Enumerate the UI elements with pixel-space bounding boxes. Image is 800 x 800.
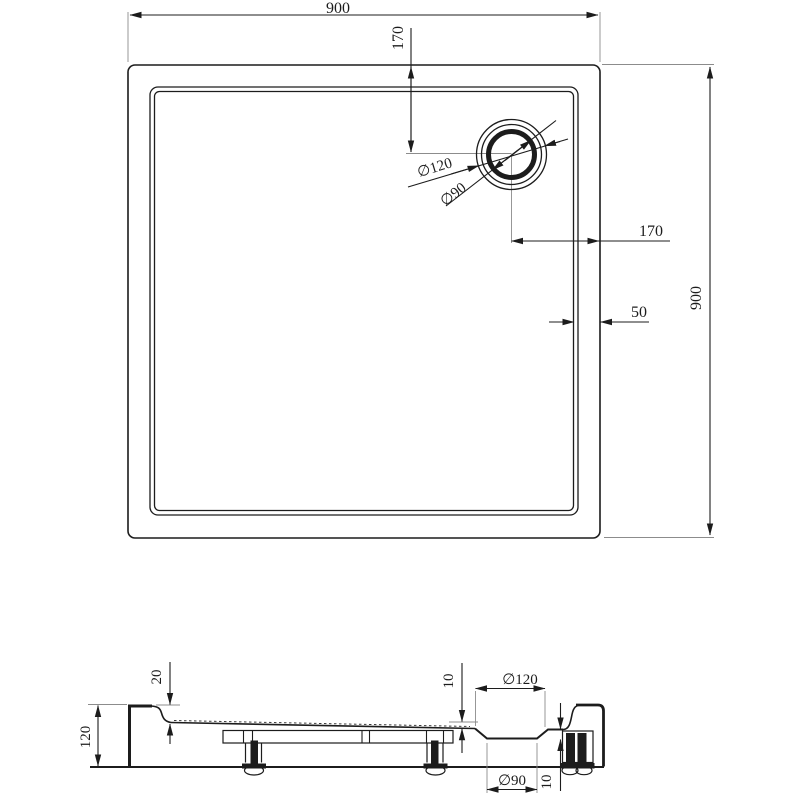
dim-label: 900 <box>688 286 705 310</box>
tray-inner-rim-outer-line <box>149 86 579 516</box>
drain-waste <box>475 118 548 191</box>
dim-section-height: 120 <box>78 704 127 767</box>
plan-view: 900 170 170 50 900 <box>127 0 714 539</box>
floor-antislip-texture <box>173 720 471 727</box>
support-frame <box>222 729 595 776</box>
dim-recess-top-diameter: ∅120 <box>475 672 546 727</box>
drain-inner-ring <box>486 129 537 180</box>
leader-arrow <box>544 138 569 147</box>
dim-recess-depth: 10 <box>539 703 564 791</box>
dim-rim-width: 50 <box>549 304 649 326</box>
dim-label: 120 <box>78 726 94 749</box>
foot-bolt <box>250 740 258 764</box>
leader-arrow <box>492 149 519 171</box>
dim-label: 10 <box>539 775 555 790</box>
dim-drain-offset-top: 170 <box>390 26 415 153</box>
tray-inner-rim-inner-line <box>153 90 575 512</box>
frame-rail <box>222 729 454 744</box>
dim-label: ∅90 <box>498 773 526 789</box>
foot-plate <box>560 763 595 769</box>
dim-label: ∅120 <box>415 155 454 181</box>
foot-bolt <box>431 740 439 764</box>
right-rim-and-wall <box>576 703 605 767</box>
dim-drain-offset-right: 170 <box>511 223 670 245</box>
dim-label: 50 <box>631 304 647 321</box>
dim-plan-height: 900 <box>602 64 714 538</box>
leader-arrow <box>450 165 480 175</box>
foot-bolt <box>577 733 587 763</box>
dim-label: ∅90 <box>438 180 470 210</box>
right-rim-curve <box>562 704 583 731</box>
dim-label: 10 <box>441 674 457 689</box>
adjustable-foot-right <box>560 730 595 776</box>
drain-recess-profile <box>474 727 563 740</box>
dim-label: ∅120 <box>502 672 538 688</box>
dim-rim-to-floor: 20 <box>149 662 180 744</box>
drain-outer-circle <box>475 118 548 191</box>
left-rim-curve <box>150 705 172 724</box>
dim-label: 170 <box>639 223 663 240</box>
dim-floor-drop: 10 <box>441 663 478 753</box>
dim-label: 170 <box>390 26 407 50</box>
tray-outer-edge <box>127 64 601 539</box>
tray-profile <box>90 703 605 768</box>
dim-label: 900 <box>326 0 350 17</box>
section-view: 120 20 10 ∅120 10 <box>78 662 605 793</box>
dim-recess-bottom-diameter: ∅90 <box>486 743 538 793</box>
leader-line <box>407 140 561 188</box>
adjustable-foot-middle <box>423 740 448 776</box>
dim-label: 20 <box>149 670 165 685</box>
dim-plan-width: 900 <box>127 0 601 62</box>
floor-surface <box>170 721 476 730</box>
adjustable-foot-left <box>242 740 266 776</box>
drain-middle-circle <box>480 123 543 186</box>
foot-plate <box>423 763 448 769</box>
foot-plate <box>242 763 266 769</box>
foot-bolt <box>566 733 575 763</box>
